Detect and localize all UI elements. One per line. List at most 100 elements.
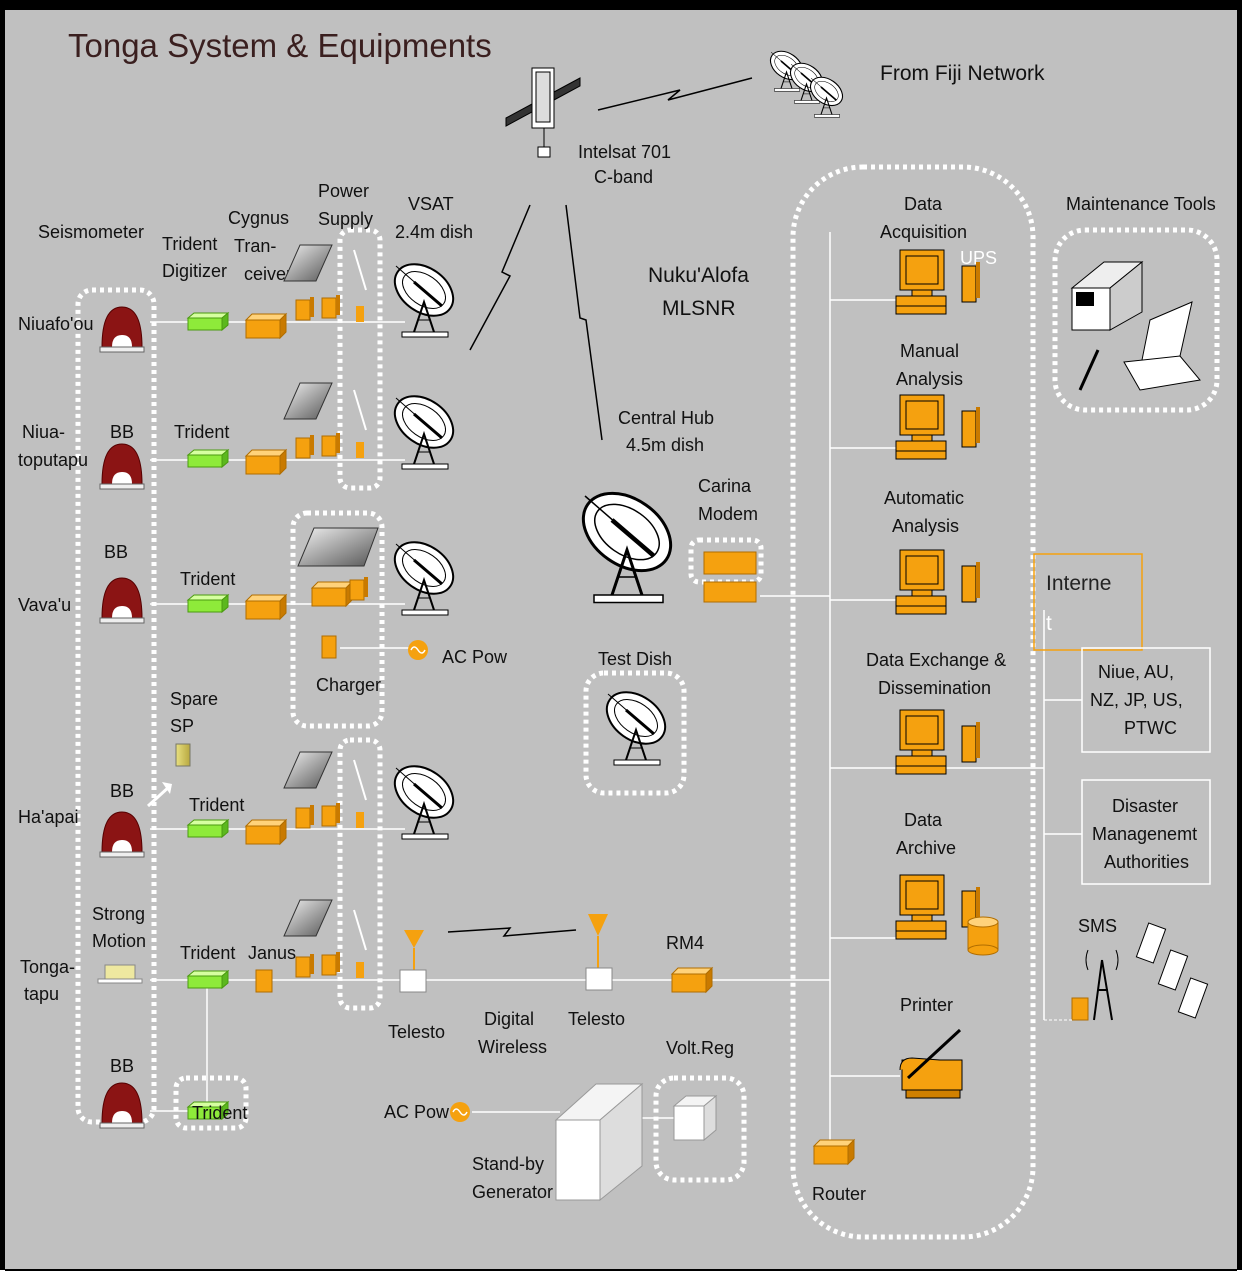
station-niuatoputapu-2: toputapu [18, 450, 88, 470]
internet-box [1033, 553, 1143, 651]
satellite-label-1: Intelsat 701 [578, 142, 671, 162]
disaster-label-3: Authorities [1104, 852, 1189, 872]
trident-label-tongatapu-2: Trident [192, 1103, 247, 1123]
internet-label-1: Interne [1046, 572, 1111, 595]
trident-label-tongatapu: Trident [180, 943, 235, 963]
screwdriver-icon [1078, 349, 1100, 391]
partners-box [1081, 647, 1211, 753]
solar-power-units [283, 244, 379, 978]
data-archive-label-2: Archive [896, 838, 956, 858]
station-tongatapu-1: Tonga- [20, 957, 75, 977]
trident-label-niuatoputapu: Trident [174, 422, 229, 442]
header-cygnus-3: ceiver [244, 264, 292, 284]
bb-label-niuatoputapu: BB [110, 422, 134, 442]
station-niuatoputapu-1: Niua- [22, 422, 65, 442]
cygnus-transceiver-icon [245, 594, 287, 620]
data-exchange-label-1: Data Exchange & [866, 650, 1006, 670]
automatic-analysis-label-1: Automatic [884, 488, 964, 508]
lan-bus [829, 232, 1082, 1140]
trident-digitizer-icon [187, 449, 229, 468]
generator-label-1: Stand-by [472, 1154, 544, 1174]
data-exchange-label-2: Dissemination [878, 678, 991, 698]
arrow-icon [146, 784, 172, 808]
rm4-label: RM4 [666, 933, 704, 953]
spare-label-2: SP [170, 716, 194, 736]
generator-label-2: Generator [472, 1182, 553, 1202]
station-vavau: Vava'u [18, 595, 71, 615]
ac-pow-label-2: AC Pow [384, 1102, 450, 1122]
printer-icon [899, 1028, 963, 1099]
digital-wireless-label-1: Digital [484, 1009, 534, 1029]
hub-station: MLSNR [662, 297, 736, 320]
internet-label-2: t [1046, 612, 1052, 635]
trident-digitizer-icon [187, 970, 229, 989]
ups-label: UPS [960, 248, 997, 268]
group-outlines [75, 164, 1220, 1240]
volt-reg-label: Volt.Reg [666, 1038, 734, 1058]
data-acquisition-label-1: Data [904, 194, 943, 214]
manual-analysis-label-1: Manual [900, 341, 959, 361]
sms-tower-icon [1044, 949, 1119, 1021]
header-trident-1: Trident [162, 234, 217, 254]
bb-label-haapai: BB [110, 781, 134, 801]
header-seismometer: Seismometer [38, 222, 144, 242]
partners-label-2: NZ, JP, US, [1090, 690, 1183, 710]
disaster-label-1: Disaster [1112, 796, 1178, 816]
database-icon [967, 916, 999, 956]
trident-digitizer-icon [187, 312, 229, 331]
digital-wireless-label-2: Wireless [478, 1037, 547, 1057]
oscilloscope-icon [1070, 260, 1144, 331]
telesto-antenna-icon [585, 914, 613, 991]
partners-label-1: Niue, AU, [1098, 662, 1174, 682]
spare-label-1: Spare [170, 689, 218, 709]
strong-motion-label-1: Strong [92, 904, 145, 924]
bb-label-vavau: BB [104, 542, 128, 562]
ac-power-icon [450, 1102, 470, 1122]
satellite-label-2: C-band [594, 167, 653, 187]
header-power-2: Supply [318, 209, 373, 229]
trident-label-haapai: Trident [189, 795, 244, 815]
ac-pow-label: AC Pow [442, 647, 508, 667]
manual-analysis-label-2: Analysis [896, 369, 963, 389]
strong-motion-sensor-icon [104, 964, 136, 980]
trident-label-vavau: Trident [180, 569, 235, 589]
automatic-analysis-label-2: Analysis [892, 516, 959, 536]
hub-city: Nuku'Alofa [648, 264, 749, 287]
wireless-links [447, 77, 753, 937]
strong-motion-label-2: Motion [92, 931, 146, 951]
telesto-label-left: Telesto [388, 1022, 445, 1042]
data-acquisition-label-2: Acquisition [880, 222, 967, 242]
rm4-icon [671, 967, 713, 993]
diagram-title: Tonga System & Equipments [68, 27, 492, 64]
fiji-label: From Fiji Network [880, 62, 1045, 85]
header-cygnus-2: Tran- [234, 236, 276, 256]
header-trident-2: Digitizer [162, 261, 227, 281]
central-hub-label-2: 4.5m dish [626, 435, 704, 455]
header-vsat-1: VSAT [408, 194, 454, 214]
sms-label: SMS [1078, 916, 1117, 936]
printer-label: Printer [900, 995, 953, 1015]
telesto-antenna-icon [399, 930, 427, 993]
cygnus-transceiver-icon [245, 313, 287, 339]
data-archive-label-1: Data [904, 810, 943, 830]
central-hub-label-1: Central Hub [618, 408, 714, 428]
carina-label-1: Carina [698, 476, 752, 496]
laptop-icon [1123, 301, 1201, 391]
bb-label-tongatapu: BB [110, 1056, 134, 1076]
janus-icon [255, 969, 273, 993]
generator-icon [554, 1082, 644, 1202]
trident-digitizer-icon [187, 819, 229, 838]
header-cygnus-1: Cygnus [228, 208, 289, 228]
trident-digitizer-icon [187, 594, 229, 613]
charger-label: Charger [316, 675, 381, 695]
router-icon [813, 1139, 855, 1165]
mobile-phones-icon [1135, 922, 1209, 1019]
header-vsat-2: 2.4m dish [395, 222, 473, 242]
maintenance-tools-label: Maintenance Tools [1066, 194, 1216, 214]
carina-label-2: Modem [698, 504, 758, 524]
disaster-label-2: Managenemt [1092, 824, 1197, 844]
test-dish-label: Test Dish [598, 649, 672, 669]
volt-reg-icon [672, 1094, 718, 1142]
telesto-label-right: Telesto [568, 1009, 625, 1029]
